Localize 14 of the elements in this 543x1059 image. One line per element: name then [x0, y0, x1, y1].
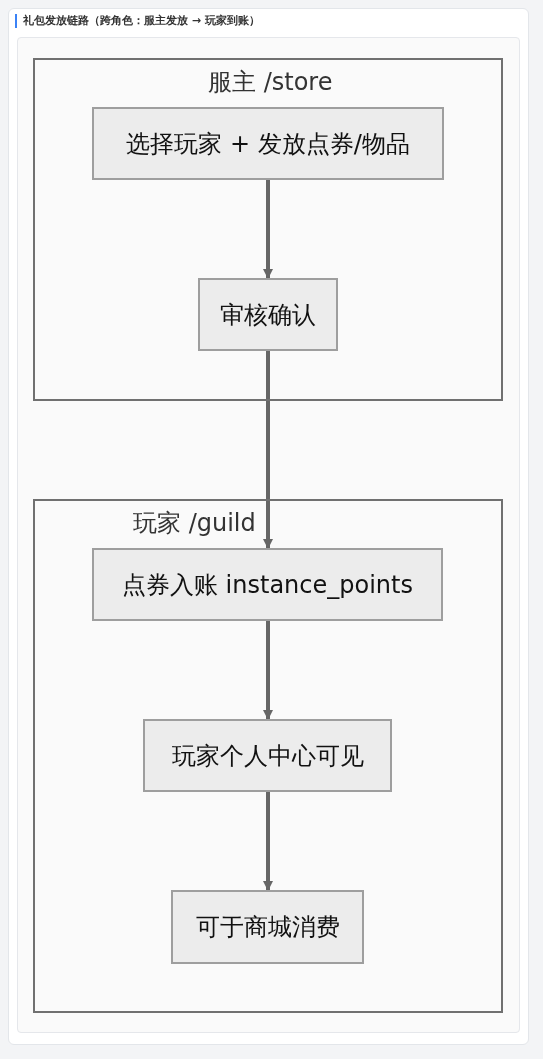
process-box: 可于商城消费: [171, 890, 364, 964]
group-box: [33, 58, 503, 401]
group-title: 玩家 /guild: [133, 508, 256, 539]
process-box: 审核确认: [198, 278, 338, 351]
diagram-title: 礼包发放链路（跨角色：服主发放 → 玩家到账）: [15, 14, 260, 28]
arrow: [263, 351, 273, 549]
group-box: [33, 499, 503, 1013]
group-title: 服主 /store: [208, 67, 333, 98]
process-box: 点券入账 instance_points: [92, 548, 443, 621]
arrow: [263, 621, 273, 720]
process-box: 选择玩家 + 发放点券/物品: [92, 107, 444, 180]
process-box: 玩家个人中心可见: [143, 719, 392, 792]
arrow: [263, 180, 273, 279]
arrow: [263, 792, 273, 891]
